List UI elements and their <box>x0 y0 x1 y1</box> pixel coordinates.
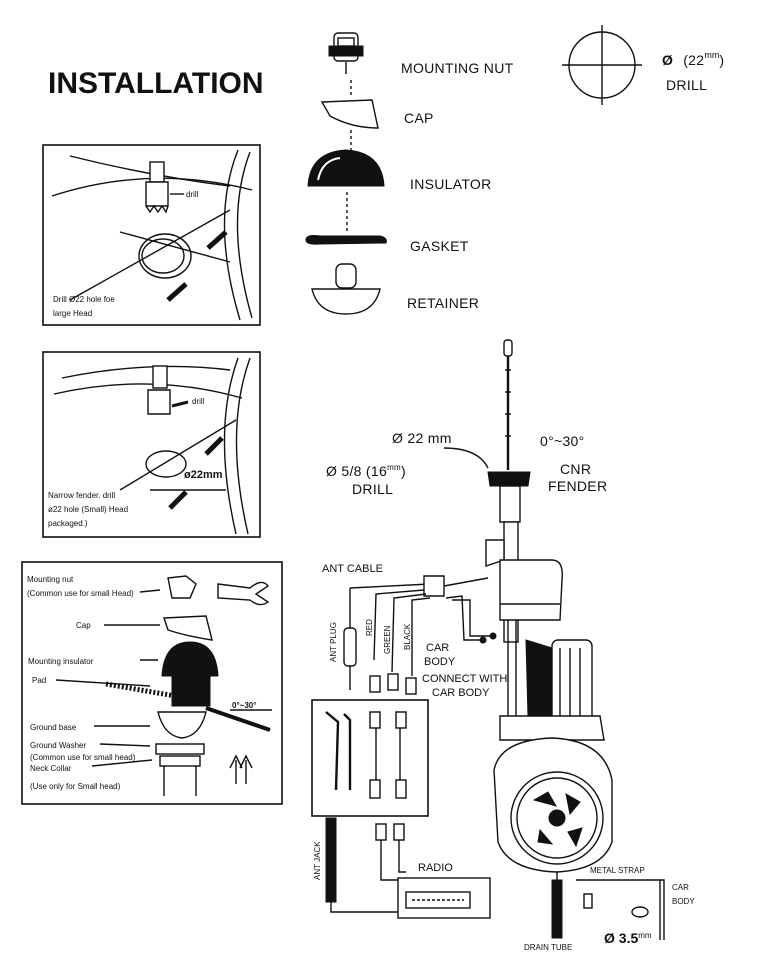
connect-label-1: CONNECT WITH <box>422 673 507 685</box>
panel1-caption-1: Drill Ø22 hole foe <box>53 295 115 304</box>
green-wire-label: GREEN <box>383 625 392 654</box>
p3-neck-collar: Neck Collar <box>30 764 72 773</box>
connector-box <box>311 699 429 817</box>
drill-hole-icon <box>562 25 642 105</box>
panel-large-head: drill Drill Ø22 hole foe large Head <box>42 144 261 326</box>
p3-ground-washer: Ground Washer <box>30 741 87 750</box>
metal-strap-section: METAL STRAP CAR BODY Ø 3.5mm DRAIN TUBE <box>524 866 695 952</box>
car-body-label-2: BODY <box>424 656 456 668</box>
panel2-hole-label: ø22mm <box>184 469 223 481</box>
wiring: ANT CABLE ANT PLUG RED GREEN BLACK CAR B… <box>322 563 507 699</box>
p3-mounting-nut: Mounting nut <box>27 575 74 584</box>
ant-plug-label: ANT PLUG <box>329 622 338 662</box>
radio-icon <box>397 877 491 919</box>
car-body-label-4: BODY <box>672 897 695 906</box>
panel2-caption-2: ø22 hole (Small) Head <box>48 505 128 514</box>
page-title: INSTALLATION <box>48 67 264 100</box>
gasket-label: GASKET <box>410 238 469 254</box>
mounting-nut-icon <box>328 32 364 74</box>
panel2-drill-label: drill <box>192 397 205 406</box>
car-body-label-1: CAR <box>426 642 449 654</box>
main-cnr: CNR <box>560 461 591 477</box>
main-dia-58: Ø 5/8 (16mm) <box>326 463 406 479</box>
main-drill: DRILL <box>352 481 393 497</box>
p3-angle: 0°~30° <box>232 701 256 710</box>
car-body-label-3: CAR <box>672 883 689 892</box>
radio-section: ANT JACK RADIO <box>313 817 491 919</box>
mounting-nut-label: MOUNTING NUT <box>401 60 514 76</box>
retainer-label: RETAINER <box>407 295 479 311</box>
connect-label-2: CAR BODY <box>432 687 490 699</box>
insulator-label: INSULATOR <box>410 176 492 192</box>
p3-mounting-nut-note: (Common use for small Head) <box>27 589 134 598</box>
retainer-icon <box>311 263 381 315</box>
panel2-caption-3: packaged.) <box>48 519 88 528</box>
ant-cable-label: ANT CABLE <box>322 563 383 575</box>
cap-icon <box>320 99 379 129</box>
cap-label: CAP <box>404 110 434 126</box>
panel2-caption-1: Narrow fender. drill <box>48 491 115 500</box>
drain-tube-label: DRAIN TUBE <box>524 943 572 952</box>
arrow-up-icon <box>229 754 243 784</box>
metal-strap-label: METAL STRAP <box>590 866 645 875</box>
p3-pad: Pad <box>32 676 46 685</box>
p3-neck-collar-note: (Use only for Small head) <box>30 782 121 791</box>
panel1-drill-label: drill <box>186 190 199 199</box>
main-fender: FENDER <box>548 478 607 494</box>
main-dia-22: Ø 22 mm <box>392 430 452 446</box>
nut-icon <box>167 575 197 599</box>
wrench-icon <box>217 581 270 606</box>
radio-label: RADIO <box>418 862 453 874</box>
red-wire-label: RED <box>365 619 374 636</box>
main-angle: 0°~30° <box>540 433 585 449</box>
black-wire-label: BLACK <box>403 623 412 650</box>
p3-cap: Cap <box>76 621 91 630</box>
p3-mounting-insulator: Mounting insulator <box>28 657 94 666</box>
dia-35-label: Ø 3.5mm <box>604 930 652 946</box>
panel1-caption-2: large Head <box>53 309 92 318</box>
insulator-icon <box>307 149 385 187</box>
ant-jack-label: ANT JACK <box>313 841 322 880</box>
panel-small-head-parts: Mounting nut (Common use for small Head)… <box>21 561 283 805</box>
drill-label: DRILL <box>666 77 707 93</box>
antenna-assembly <box>485 339 613 939</box>
gasket-icon <box>305 235 387 245</box>
drill-spec: Ø (22mm) <box>662 50 724 69</box>
p3-ground-base: Ground base <box>30 723 77 732</box>
p3-ground-washer-note: (Common use for small head) <box>30 753 136 762</box>
panel-small-head: drill ø22mm Narrow fender. drill ø22 hol… <box>42 351 261 538</box>
